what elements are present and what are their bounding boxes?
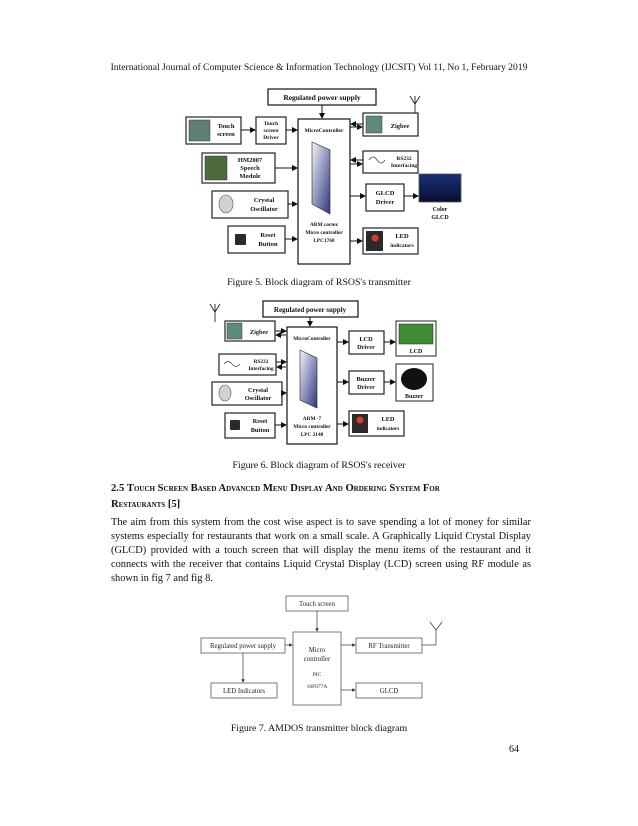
svg-text:GLCD: GLCD xyxy=(431,215,449,221)
figure-5-caption: Figure 5. Block diagram of RSOS's transm… xyxy=(227,277,411,288)
svg-text:LPC 2148: LPC 2148 xyxy=(301,432,324,438)
svg-text:Button: Button xyxy=(258,241,278,248)
fig5-glcd-driver xyxy=(365,183,405,212)
svg-text:Interfacing: Interfacing xyxy=(248,366,274,372)
figure-6-diagram: Regulated power supply MicroController A… xyxy=(209,300,437,445)
fig6-antenna-icon xyxy=(209,303,221,322)
fig5-rs232 xyxy=(362,150,419,174)
svg-text:RS232: RS232 xyxy=(254,359,269,365)
svg-text:LED: LED xyxy=(395,233,409,240)
fig5-antenna-icon xyxy=(409,95,421,113)
svg-text:Buzzer: Buzzer xyxy=(357,376,376,383)
figure-5-diagram: Regulated power supply MicroController A… xyxy=(185,88,462,265)
svg-text:Speech: Speech xyxy=(240,165,260,172)
figure-6-caption: Figure 6. Block diagram of RSOS's receiv… xyxy=(232,460,406,471)
svg-text:HM2007: HM2007 xyxy=(238,157,263,164)
svg-text:LCD: LCD xyxy=(410,349,423,355)
svg-text:indicators: indicators xyxy=(390,243,414,249)
svg-text:Driver: Driver xyxy=(263,135,279,141)
page-number: 64 xyxy=(509,744,519,755)
svg-text:Touch: Touch xyxy=(217,123,234,130)
svg-text:PIC: PIC xyxy=(313,672,322,678)
svg-text:Driver: Driver xyxy=(357,344,375,351)
fig5-speech-image xyxy=(204,155,228,181)
svg-text:screen: screen xyxy=(217,131,235,138)
svg-text:ARM -7: ARM -7 xyxy=(303,416,322,422)
fig5-reset-image xyxy=(235,234,246,245)
svg-text:Micro: Micro xyxy=(309,647,326,654)
svg-text:RF Transmitter: RF Transmitter xyxy=(368,643,410,650)
svg-text:Oscillator: Oscillator xyxy=(245,395,272,402)
svg-text:controller: controller xyxy=(304,656,331,663)
fig7-rf-transmitter xyxy=(355,637,423,654)
fig6-lcd-image xyxy=(398,323,434,345)
svg-text:screen: screen xyxy=(264,128,279,134)
svg-text:indicators: indicators xyxy=(377,426,400,432)
svg-text:Interfacing: Interfacing xyxy=(391,163,418,169)
fig5-power-label: Regulated power supply xyxy=(283,93,361,102)
fig5-mcu-label: MicroController xyxy=(305,128,344,134)
body-paragraph: The aim from this system from the cost w… xyxy=(111,517,531,585)
fig6-buzzer-image xyxy=(401,368,427,390)
svg-text:Crystal: Crystal xyxy=(254,197,275,204)
section-reference: [5] xyxy=(167,499,181,510)
fig7-led-indicators xyxy=(210,682,278,699)
svg-text:LCD: LCD xyxy=(359,336,373,343)
svg-text:Zigbee: Zigbee xyxy=(250,329,268,336)
fig5-mcu-l3: LPC1768 xyxy=(313,238,335,244)
figure-7-diagram: Touch screen Regulated power supply Micr… xyxy=(200,595,443,706)
fig7-glcd xyxy=(355,682,423,699)
svg-text:Zigbee: Zigbee xyxy=(391,123,410,130)
fig5-rs232-image xyxy=(368,156,386,164)
fig5-crystal-image xyxy=(218,194,234,214)
svg-text:Oscillator: Oscillator xyxy=(250,206,278,213)
svg-text:Regulated power supply: Regulated power supply xyxy=(210,643,277,650)
section-heading: 2.5 Touch Screen Based Advanced Menu Dis… xyxy=(111,481,531,513)
svg-text:Module: Module xyxy=(239,173,260,180)
figure-7-caption: Figure 7. AMDOS transmitter block diagra… xyxy=(230,723,408,734)
svg-text:Color: Color xyxy=(433,207,448,213)
section-number: 2.5 xyxy=(111,483,125,494)
svg-text:Reset: Reset xyxy=(253,418,269,425)
fig5-zigbee-image xyxy=(365,115,383,134)
fig7-antenna-icon xyxy=(429,621,443,645)
svg-text:LED: LED xyxy=(382,416,395,423)
svg-text:Crystal: Crystal xyxy=(248,387,268,394)
svg-text:Micro controller: Micro controller xyxy=(293,424,331,430)
svg-text:Button: Button xyxy=(251,427,270,434)
fig5-color-glcd-image xyxy=(418,173,462,203)
section-title-line1: Touch Screen Based Advanced Menu Display… xyxy=(126,483,440,494)
svg-text:Buzzer: Buzzer xyxy=(405,394,423,400)
svg-text:GLCD: GLCD xyxy=(376,190,395,197)
svg-text:Touch: Touch xyxy=(264,121,278,127)
svg-text:Regulated power supply: Regulated power supply xyxy=(274,306,347,314)
fig5-touch-image xyxy=(188,119,211,142)
svg-text:Driver: Driver xyxy=(376,199,395,206)
fig5-mcu-l1: ARM cortex xyxy=(310,222,338,228)
fig6-chip-icon xyxy=(299,349,318,409)
svg-text:Reset: Reset xyxy=(260,232,276,239)
fig7-microcontroller xyxy=(292,631,342,706)
fig5-chip-icon xyxy=(311,141,331,215)
journal-header: International Journal of Computer Scienc… xyxy=(110,62,528,73)
section-title-line2: Restaurants xyxy=(111,499,166,510)
svg-text:Driver: Driver xyxy=(357,384,375,391)
fig5-mcu-l2: Micro controller xyxy=(305,230,343,236)
fig5-touch-driver xyxy=(255,116,287,145)
svg-text:MicroController: MicroController xyxy=(293,336,331,342)
svg-text:16F877A: 16F877A xyxy=(307,684,328,690)
svg-text:LED Indicators: LED Indicators xyxy=(223,688,265,695)
svg-text:Touch screen: Touch screen xyxy=(299,601,336,608)
svg-text:RS232: RS232 xyxy=(396,156,412,162)
svg-text:GLCD: GLCD xyxy=(380,688,399,695)
